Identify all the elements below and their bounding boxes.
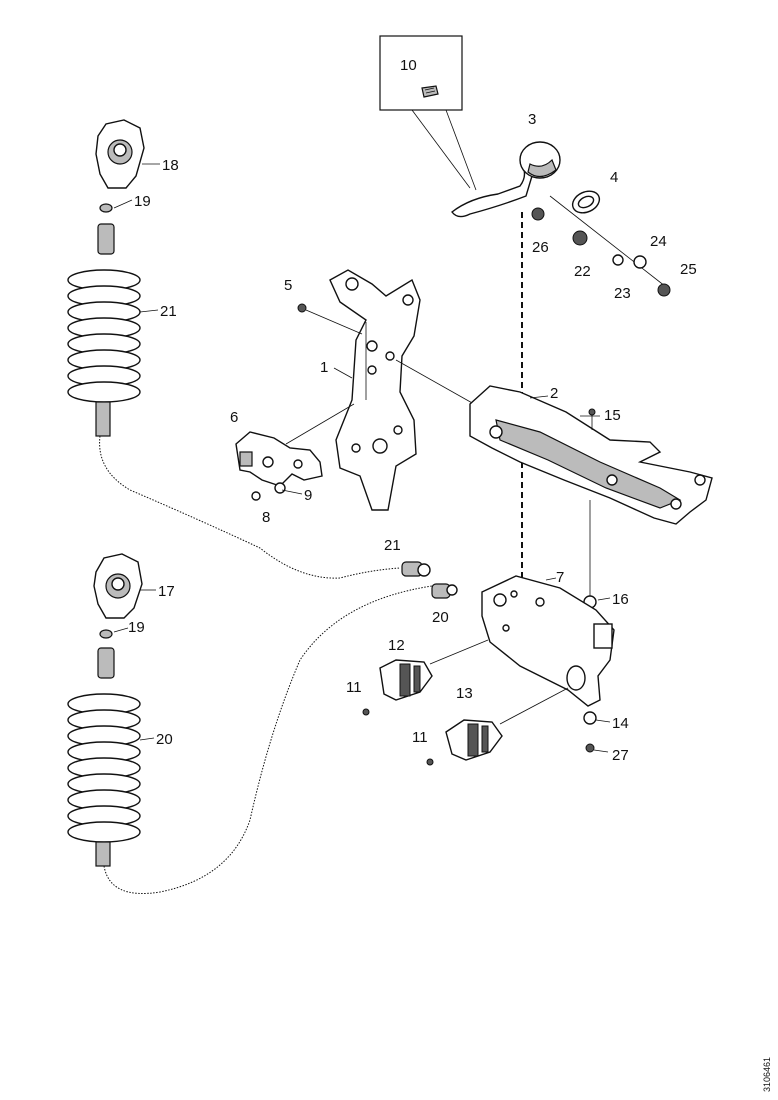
screws-part-8-9 bbox=[251, 482, 286, 501]
bracket-part-6 bbox=[235, 403, 355, 487]
nut-part-27 bbox=[585, 743, 595, 753]
label-6: 6 bbox=[230, 409, 238, 426]
washer-part-19-lower bbox=[99, 629, 113, 639]
label-8: 8 bbox=[262, 509, 270, 526]
label-11-lower: 11 bbox=[412, 729, 428, 746]
nut-part-16 bbox=[583, 500, 597, 609]
label-19-lower: 19 bbox=[128, 619, 145, 636]
label-26: 26 bbox=[532, 239, 549, 256]
cable-ends-21-20 bbox=[401, 561, 458, 599]
fasteners-group bbox=[531, 195, 671, 297]
label-16: 16 bbox=[612, 591, 629, 608]
boot-part-12 bbox=[362, 639, 489, 716]
reference-number: 3106461 bbox=[762, 1057, 772, 1092]
label-7: 7 bbox=[556, 569, 564, 586]
spring-part-21 bbox=[67, 223, 141, 437]
label-19-upper: 19 bbox=[134, 193, 151, 210]
boot-part-13 bbox=[426, 687, 569, 766]
bracket-part-1 bbox=[329, 269, 421, 511]
label-24: 24 bbox=[650, 233, 667, 250]
label-15: 15 bbox=[604, 407, 621, 424]
inset-box-part-10 bbox=[379, 35, 477, 191]
cable-upper bbox=[99, 435, 401, 579]
label-leader-lines bbox=[113, 163, 611, 753]
label-22: 22 bbox=[574, 263, 591, 280]
label-3: 3 bbox=[528, 111, 536, 128]
label-17: 17 bbox=[158, 583, 175, 600]
label-4: 4 bbox=[610, 169, 618, 186]
label-18: 18 bbox=[162, 157, 179, 174]
label-20-cable: 20 bbox=[432, 609, 449, 626]
label-14: 14 bbox=[612, 715, 629, 732]
label-10: 10 bbox=[400, 57, 417, 74]
label-13: 13 bbox=[456, 685, 473, 702]
label-11-upper: 11 bbox=[346, 679, 362, 696]
clip-part-17 bbox=[93, 553, 143, 619]
label-21-spring: 21 bbox=[160, 303, 177, 320]
label-2: 2 bbox=[550, 385, 558, 402]
clip-part-18 bbox=[95, 119, 145, 189]
spring-part-20 bbox=[67, 647, 141, 867]
gear-lever-part-3 bbox=[451, 141, 561, 218]
label-21-cable: 21 bbox=[384, 537, 401, 554]
label-27: 27 bbox=[612, 747, 629, 764]
part-labels: 1 2 3 4 5 6 7 8 9 10 11 11 12 13 14 15 1… bbox=[128, 57, 697, 764]
label-20-spring: 20 bbox=[156, 731, 173, 748]
label-1: 1 bbox=[320, 359, 328, 376]
label-5: 5 bbox=[284, 277, 292, 294]
gasket-part-4 bbox=[571, 190, 601, 214]
label-12: 12 bbox=[388, 637, 405, 654]
nut-part-14 bbox=[583, 711, 597, 725]
screw-part-5 bbox=[297, 303, 363, 335]
label-25: 25 bbox=[680, 261, 697, 278]
washer-part-19-upper bbox=[99, 203, 113, 213]
pin-part-15 bbox=[588, 408, 596, 430]
label-9: 9 bbox=[304, 487, 312, 504]
mounting-plate-part-7 bbox=[481, 575, 615, 707]
label-23: 23 bbox=[614, 285, 631, 302]
linkage-part-2 bbox=[395, 359, 713, 525]
cable-lower bbox=[103, 585, 433, 894]
